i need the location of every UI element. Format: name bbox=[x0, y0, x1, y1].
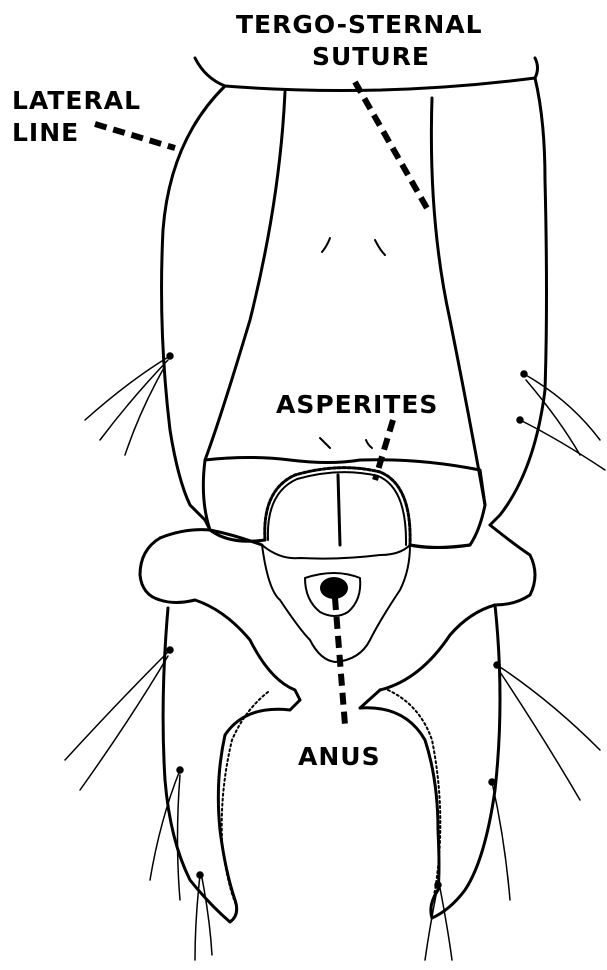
tergo-sternal-label-line2: SUTURE bbox=[312, 44, 430, 70]
tergo-sternal-suture-left bbox=[205, 92, 285, 460]
lateral-line-leader bbox=[95, 124, 175, 148]
left-pincer bbox=[163, 608, 300, 922]
right-pincer bbox=[360, 605, 500, 918]
lateral-lobes bbox=[140, 525, 535, 700]
setae bbox=[65, 353, 605, 960]
lateral-line-label-line2: LINE bbox=[12, 120, 79, 146]
anus-mark bbox=[320, 577, 348, 599]
anus-label: ANUS bbox=[298, 744, 381, 770]
middle-segment bbox=[203, 458, 485, 548]
tergo-sternal-suture-right bbox=[431, 98, 485, 505]
mark-right bbox=[375, 240, 385, 255]
lateral-line-label-line1: LATERAL bbox=[12, 88, 141, 114]
mark-asp-right bbox=[366, 440, 372, 448]
asperites-label: ASPERITES bbox=[276, 392, 438, 418]
right-pincer-stipple bbox=[388, 690, 440, 905]
lateral-lobe-top bbox=[160, 530, 470, 548]
mark-left bbox=[322, 238, 330, 252]
mark-asp-left bbox=[320, 438, 330, 448]
median-line bbox=[338, 475, 340, 545]
tergo-sternal-label-line1: TERGO-STERNAL bbox=[236, 12, 483, 38]
tergo-sternal-leader bbox=[355, 82, 428, 210]
